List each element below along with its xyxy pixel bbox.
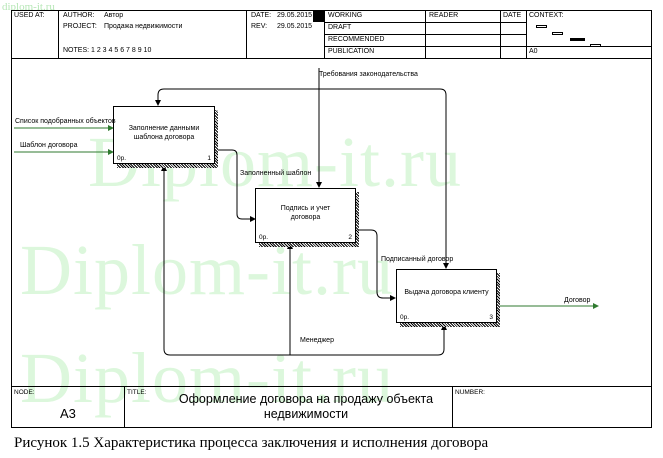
- working-status-marker: [313, 11, 324, 22]
- activity-box-3[interactable]: Выдача договора клиенту 0р. 3: [396, 269, 497, 323]
- rev-value: 29.05.2015: [277, 23, 313, 30]
- node-label: NODE:: [14, 389, 35, 396]
- footer-col-1: [124, 386, 125, 428]
- label-input-template: Шаблон договора: [20, 142, 78, 149]
- box-1-cost: 0р.: [117, 155, 127, 162]
- header-col-2: [246, 10, 247, 58]
- status-row-1: [324, 22, 526, 23]
- arrow-signed-contract: [356, 229, 396, 301]
- used-at-label: USED AT:: [14, 12, 45, 19]
- date-value: 29.05.2015: [277, 12, 313, 19]
- header-col-1: [58, 10, 59, 58]
- project-value: Продажа недвижимости: [104, 23, 183, 30]
- watermark-3: Diplom-it.ru: [20, 338, 394, 418]
- footer-col-2: [452, 386, 453, 428]
- arrow-control-box3: [319, 88, 449, 269]
- date2-label: DATE: [503, 12, 522, 19]
- activity-box-1[interactable]: Заполнение данными шаблона договора 0р. …: [113, 106, 215, 164]
- context-mini-box-3: [570, 38, 585, 41]
- diagram-title: Оформление договора на продажу объекта н…: [178, 392, 434, 421]
- status-draft: DRAFT: [328, 24, 352, 31]
- box-3-number: 3: [489, 314, 493, 321]
- box-1-number: 1: [207, 155, 211, 162]
- box-3-label: Выдача договора клиенту: [404, 289, 489, 296]
- header-divider: [11, 58, 652, 59]
- title-label: TITLE:: [127, 389, 147, 396]
- notes: NOTES: 1 2 3 4 5 6 7 8 9 10: [63, 47, 152, 54]
- header-col-6: [526, 10, 527, 58]
- context-mini-box-1: [536, 25, 547, 28]
- reader-label: READER: [429, 12, 459, 19]
- label-filled-template: Заполненный шаблон: [240, 170, 312, 177]
- arrow-mechanism-left: [161, 165, 290, 356]
- label-mechanism: Менеджер: [300, 337, 334, 344]
- box-2-cost: 0р.: [259, 234, 269, 241]
- status-recommended: RECOMMENDED: [328, 36, 385, 43]
- status-working: WORKING: [328, 12, 363, 19]
- box-2-label: Подпись и учет договора: [280, 205, 331, 221]
- status-publication: PUBLICATION: [328, 48, 375, 55]
- figure-caption: Рисунок 1.5 Характеристика процесса закл…: [14, 435, 489, 451]
- label-control: Требования законодательства: [319, 71, 418, 78]
- box-1-label: Заполнение данными шаблона договора: [128, 125, 200, 141]
- diagram-frame: [11, 10, 652, 428]
- node-value: А3: [60, 406, 76, 421]
- status-row-3: [324, 46, 526, 47]
- context-mini-box-4: [590, 44, 601, 47]
- author-value: Автор: [104, 12, 124, 19]
- project-label: PROJECT:: [63, 23, 97, 30]
- label-signed-contract: Подписанный договор: [381, 256, 454, 263]
- rev-label: REV:: [251, 23, 268, 30]
- status-row-2: [324, 34, 526, 35]
- box-2-number: 2: [348, 234, 352, 241]
- context-mini-box-2: [552, 32, 563, 35]
- context-row: [526, 46, 652, 47]
- label-output-contract: Договор: [564, 297, 591, 304]
- context-node: A0: [529, 48, 538, 55]
- author-label: AUTHOR:: [63, 12, 95, 19]
- context-label: CONTEXT:: [529, 12, 564, 19]
- label-input-objects: Список подобранных объектов: [15, 118, 116, 125]
- footer-divider: [11, 386, 652, 387]
- arrow-filled-template: [216, 149, 256, 222]
- arrow-mechanism-right: [290, 324, 447, 356]
- arrow-control-box1: [155, 88, 319, 106]
- number-label: NUMBER:: [455, 389, 485, 396]
- activity-box-2[interactable]: Подпись и учет договора 0р. 2: [255, 188, 356, 243]
- box-3-cost: 0р.: [400, 314, 410, 321]
- date-label: DATE:: [251, 12, 272, 19]
